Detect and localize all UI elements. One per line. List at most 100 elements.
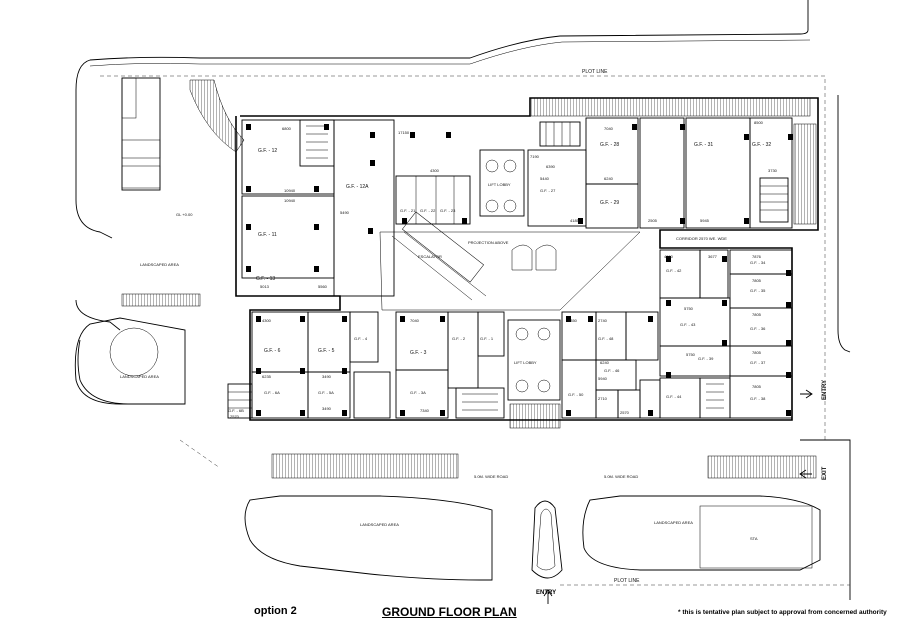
structural-columns xyxy=(246,124,793,416)
dim: 2505 xyxy=(648,218,658,223)
unit-gf43: G.F. - 43 xyxy=(680,322,696,327)
ramps xyxy=(121,79,817,479)
escalator-label: ESCALATOR xyxy=(418,254,442,259)
dim: 7805 xyxy=(752,384,762,389)
dim: 17150 xyxy=(398,130,410,135)
unit-labels: G.F. - 12 G.F. - 11 G.F. - 12A G.F. - 13… xyxy=(228,142,771,413)
dim: 7040 xyxy=(410,318,420,323)
dim: 3490 xyxy=(322,406,332,411)
dim: 6240 xyxy=(604,176,614,181)
unit-gf27: G.F. - 27 xyxy=(540,188,556,193)
plan-title: GROUND FLOOR PLAN xyxy=(382,605,517,619)
landscaped-area-bottom-label: LANDSCAPED AREA xyxy=(360,522,399,527)
disclaimer-note: * this is tentative plan subject to appr… xyxy=(678,609,887,616)
dim: 7340 xyxy=(420,408,430,413)
dim: 7876 xyxy=(752,254,762,259)
gl-level-label: GL +0.00 xyxy=(176,212,193,217)
unit-gf34: G.F. - 34 xyxy=(750,260,766,265)
unit-gf6: G.F. - 6 xyxy=(264,348,281,354)
unit-gf23: G.F. - 23 xyxy=(440,208,456,213)
dim: 5750 xyxy=(686,352,696,357)
dim: 7190 xyxy=(530,154,540,159)
building-outline xyxy=(227,97,819,421)
dim: 6235 xyxy=(262,374,272,379)
dimension-labels: 6800 17150 10940 10940 5013 5560 4300 71… xyxy=(230,120,778,419)
unit-gf35: G.F. - 35 xyxy=(750,288,766,293)
dim: 4300 xyxy=(262,318,272,323)
unit-gf6b: G.F. - 6B xyxy=(228,408,244,413)
dim: 3490 xyxy=(322,374,332,379)
dim: 6240 xyxy=(600,360,610,365)
unit-gf39: G.F. - 39 xyxy=(698,356,714,361)
unit-gf44: G.F. - 44 xyxy=(666,394,682,399)
dim: 10940 xyxy=(284,198,296,203)
unit-gf31: G.F. - 31 xyxy=(694,142,713,148)
unit-gf46: G.F. - 46 xyxy=(604,368,620,373)
dim: 5560 xyxy=(318,284,328,289)
dim: 5945 xyxy=(700,218,710,223)
dim: 2570 xyxy=(620,410,630,415)
dim: 4960 xyxy=(664,254,674,259)
unit-gf12: G.F. - 12 xyxy=(258,148,277,154)
dim: 5350 xyxy=(568,318,578,323)
unit-gf3a: G.F. - 3A xyxy=(410,390,426,395)
unit-gf42: G.F. - 42 xyxy=(666,268,682,273)
unit-gf28: G.F. - 28 xyxy=(600,142,619,148)
dim: 4185 xyxy=(570,218,580,223)
dim: 5490 xyxy=(340,210,350,215)
dim: 3677 xyxy=(708,254,718,259)
unit-gf32: G.F. - 32 xyxy=(752,142,771,148)
exit-right-label: EXIT xyxy=(822,466,828,480)
option-label: option 2 xyxy=(254,605,297,617)
landscaped-areas xyxy=(74,77,821,581)
unit-gf1: G.F. - 1 xyxy=(480,336,494,341)
unit-gf29: G.F. - 29 xyxy=(600,200,619,206)
dim: 2740 xyxy=(598,318,608,323)
unit-gf3: G.F. - 3 xyxy=(410,350,427,356)
unit-gf48: G.F. - 48 xyxy=(598,336,614,341)
entry-right-label: ENTRY xyxy=(822,380,828,400)
landscaped-area-right-label: LANDSCAPED AREA xyxy=(654,520,693,525)
dim: 10940 xyxy=(284,188,296,193)
unit-gf21: G.F. - 21 xyxy=(400,208,416,213)
entry-bottom-label: ENTRY xyxy=(536,590,557,596)
unit-gf2: G.F. - 2 xyxy=(452,336,466,341)
unit-gf38: G.F. - 38 xyxy=(750,396,766,401)
dim: 5940 xyxy=(598,376,608,381)
lift-lobby-2-label: LIFT LOBBY xyxy=(514,360,537,365)
unit-gf12a: G.F. - 12A xyxy=(346,184,369,190)
unit-gf5: G.F. - 5 xyxy=(318,348,335,354)
unit-gf36: G.F. - 36 xyxy=(750,326,766,331)
dim: 5013 xyxy=(260,284,270,289)
projection-above-label: PROJECTION ABOVE xyxy=(468,240,509,245)
dim: 6800 xyxy=(282,126,292,131)
dim: 7805 xyxy=(752,350,762,355)
unit-gf6a: G.F. - 6A xyxy=(264,390,280,395)
dim: 2570 xyxy=(230,414,240,419)
direction-arrows xyxy=(543,389,813,604)
lift-lobby-label: LIFT LOBBY xyxy=(488,182,511,187)
dim: 2710 xyxy=(598,396,608,401)
dim: 7805 xyxy=(752,278,762,283)
plot-line-label: PLOT LINE xyxy=(582,69,608,75)
unit-gf4: G.F. - 4 xyxy=(354,336,368,341)
dim: 6390 xyxy=(546,164,556,169)
site-labels: PLOT LINE PLOT LINE LANDSCAPED AREA LAND… xyxy=(120,69,828,584)
dim: 5440 xyxy=(540,176,550,181)
dim: 7805 xyxy=(752,312,762,317)
unit-gf22: G.F. - 22 xyxy=(420,208,436,213)
landscaped-area-left-label: LANDSCAPED AREA xyxy=(140,262,179,267)
unit-gf50: G.F. - 50 xyxy=(568,392,584,397)
dim: 7040 xyxy=(604,126,614,131)
corridor-label: CORRIDOR 2570 WE. WDE xyxy=(676,236,727,241)
dim: 5750 xyxy=(684,306,694,311)
dim: 8500 xyxy=(754,120,764,125)
sta-label: STA xyxy=(750,536,758,541)
unit-gf13: G.F. - 13 xyxy=(256,276,275,282)
site-boundary xyxy=(75,0,851,600)
unit-gf37: G.F. - 37 xyxy=(750,360,766,365)
dim: 3730 xyxy=(768,168,778,173)
unit-gf11: G.F. - 11 xyxy=(258,232,277,238)
landscaped-area-lower-left-label: LANDSCAPED AREA xyxy=(120,374,159,379)
